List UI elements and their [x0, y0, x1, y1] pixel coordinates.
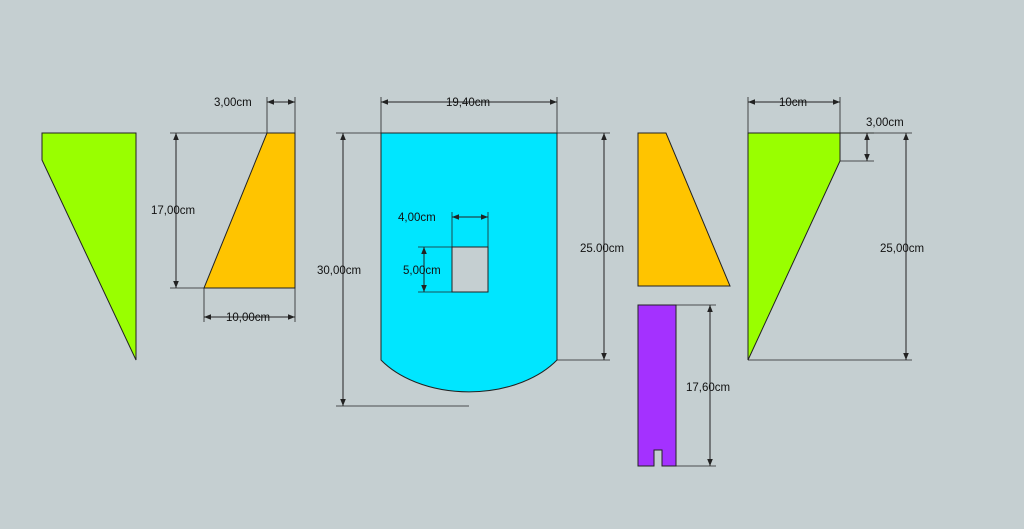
- square-hole: [451, 246, 489, 293]
- dim-green-right-width: 10cm: [747, 97, 841, 133]
- dim-orange-height: 17,00cm: [151, 132, 267, 289]
- dim-label-cyan-side-height: 25.00cm: [580, 243, 624, 255]
- dim-hole-height: 5,00cm: [403, 246, 452, 293]
- dim-cyan-side-height: 25.00cm: [557, 132, 624, 361]
- dim-orange-top-width: 3,00cm: [214, 97, 296, 133]
- dim-orange-bottom-width: 10,00cm: [203, 288, 296, 324]
- dim-label-green-right-offset: 3,00cm: [866, 117, 904, 129]
- dim-label-green-right-height: 25,00cm: [880, 243, 924, 255]
- green-right-piece: [747, 132, 841, 361]
- dim-label-cyan-total-height: 30,00cm: [317, 265, 361, 277]
- dim-label-orange-height: 17,00cm: [151, 205, 195, 217]
- dim-label-hole-width: 4,00cm: [398, 212, 436, 224]
- dim-purple-height: 17,60cm: [676, 304, 730, 467]
- dim-cyan-width: 19,40cm: [380, 97, 558, 133]
- dim-cyan-total-height: 30,00cm: [317, 132, 469, 407]
- purple-strip-piece: [637, 304, 677, 467]
- dim-label-cyan-width: 19,40cm: [446, 97, 490, 109]
- dim-green-right-height: 25,00cm: [748, 132, 924, 361]
- dim-label-hole-height: 5,00cm: [403, 265, 441, 277]
- orange-right-piece: [637, 132, 731, 287]
- dim-hole-width: 4,00cm: [398, 212, 489, 247]
- green-left-piece: [41, 132, 137, 361]
- dim-label-purple-height: 17,60cm: [686, 382, 730, 394]
- dim-label-orange-bottom-width: 10,00cm: [226, 312, 270, 324]
- dim-label-orange-top-width: 3,00cm: [214, 97, 252, 109]
- dim-label-green-right-width: 10cm: [779, 97, 807, 109]
- orange-left-piece: [203, 132, 296, 289]
- dim-green-right-offset: 3,00cm: [840, 117, 904, 162]
